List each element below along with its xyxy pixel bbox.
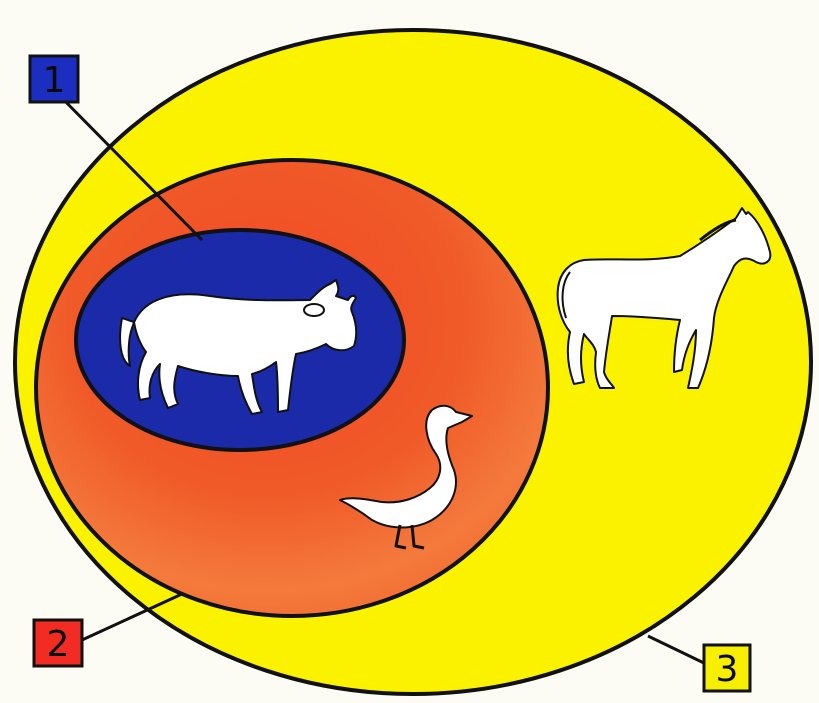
label-2-text: 2 bbox=[47, 624, 70, 665]
leader-line-3 bbox=[648, 636, 706, 664]
label-2: 2 bbox=[34, 620, 82, 666]
label-1-text: 1 bbox=[43, 60, 66, 101]
label-3: 3 bbox=[704, 645, 750, 691]
label-3-text: 3 bbox=[716, 649, 739, 690]
label-1: 1 bbox=[30, 56, 78, 102]
